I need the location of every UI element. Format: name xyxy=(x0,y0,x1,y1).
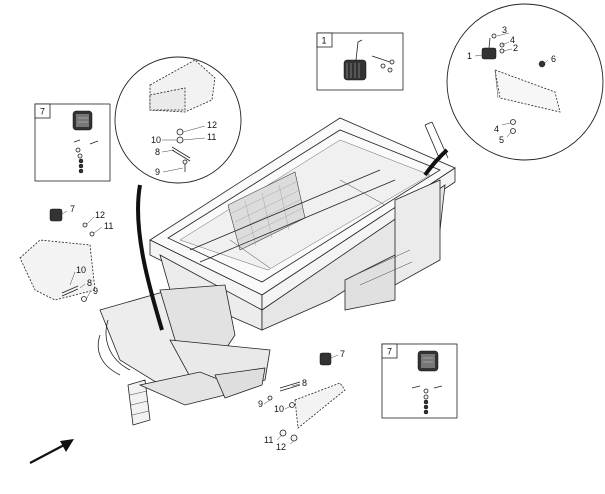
callout-number: 8 xyxy=(302,378,307,388)
callout-number: 8 xyxy=(155,147,160,157)
callout-number: 11 xyxy=(207,132,216,142)
callout-number: 9 xyxy=(155,167,160,177)
box-number: 7 xyxy=(387,347,392,357)
detail-box-7-left: 7 xyxy=(34,103,111,182)
callout-number: 9 xyxy=(93,286,98,296)
callout-number: 2 xyxy=(513,43,518,53)
switch-icon xyxy=(481,33,546,134)
callout-number: 3 xyxy=(502,25,507,35)
work-lamp-icon xyxy=(411,350,443,415)
work-lamp-icon xyxy=(49,208,95,302)
detail-circle-left xyxy=(114,56,242,331)
callout-number: 12 xyxy=(207,120,217,130)
callout-number: 11 xyxy=(104,221,113,231)
switch-icon xyxy=(343,39,395,81)
callout-number: 8 xyxy=(87,278,92,288)
detail-circle-top-right xyxy=(423,3,604,177)
spreader-body xyxy=(97,117,456,426)
box-number: 1 xyxy=(322,36,327,46)
work-lamp-icon xyxy=(72,110,99,174)
callout-number: 12 xyxy=(276,442,286,452)
box-number: 7 xyxy=(40,107,45,117)
direction-arrow-icon xyxy=(29,439,74,464)
leader-lines xyxy=(61,32,549,445)
detail-box-7-right: 7 xyxy=(381,343,458,419)
callout-number: 4 xyxy=(494,124,499,134)
callout-number: 10 xyxy=(151,135,161,145)
callout-number: 9 xyxy=(258,399,263,409)
bottom-lamp-bracket xyxy=(267,352,346,442)
callout-number: 11 xyxy=(264,435,273,445)
detail-box-1: 1 xyxy=(316,32,404,91)
callout-number: 1 xyxy=(467,51,472,61)
work-lamp-icon xyxy=(267,352,332,442)
callout-number: 6 xyxy=(551,54,556,64)
callout-number: 10 xyxy=(76,265,86,275)
bracket-icon xyxy=(171,128,191,172)
callout-number: 12 xyxy=(95,210,105,220)
callout-number: 4 xyxy=(510,35,515,45)
callout-number: 7 xyxy=(70,204,75,214)
callout-number: 7 xyxy=(340,349,345,359)
left-lamp-bracket xyxy=(19,208,96,302)
callout-number: 10 xyxy=(274,404,284,414)
callout-number: 5 xyxy=(499,135,504,145)
